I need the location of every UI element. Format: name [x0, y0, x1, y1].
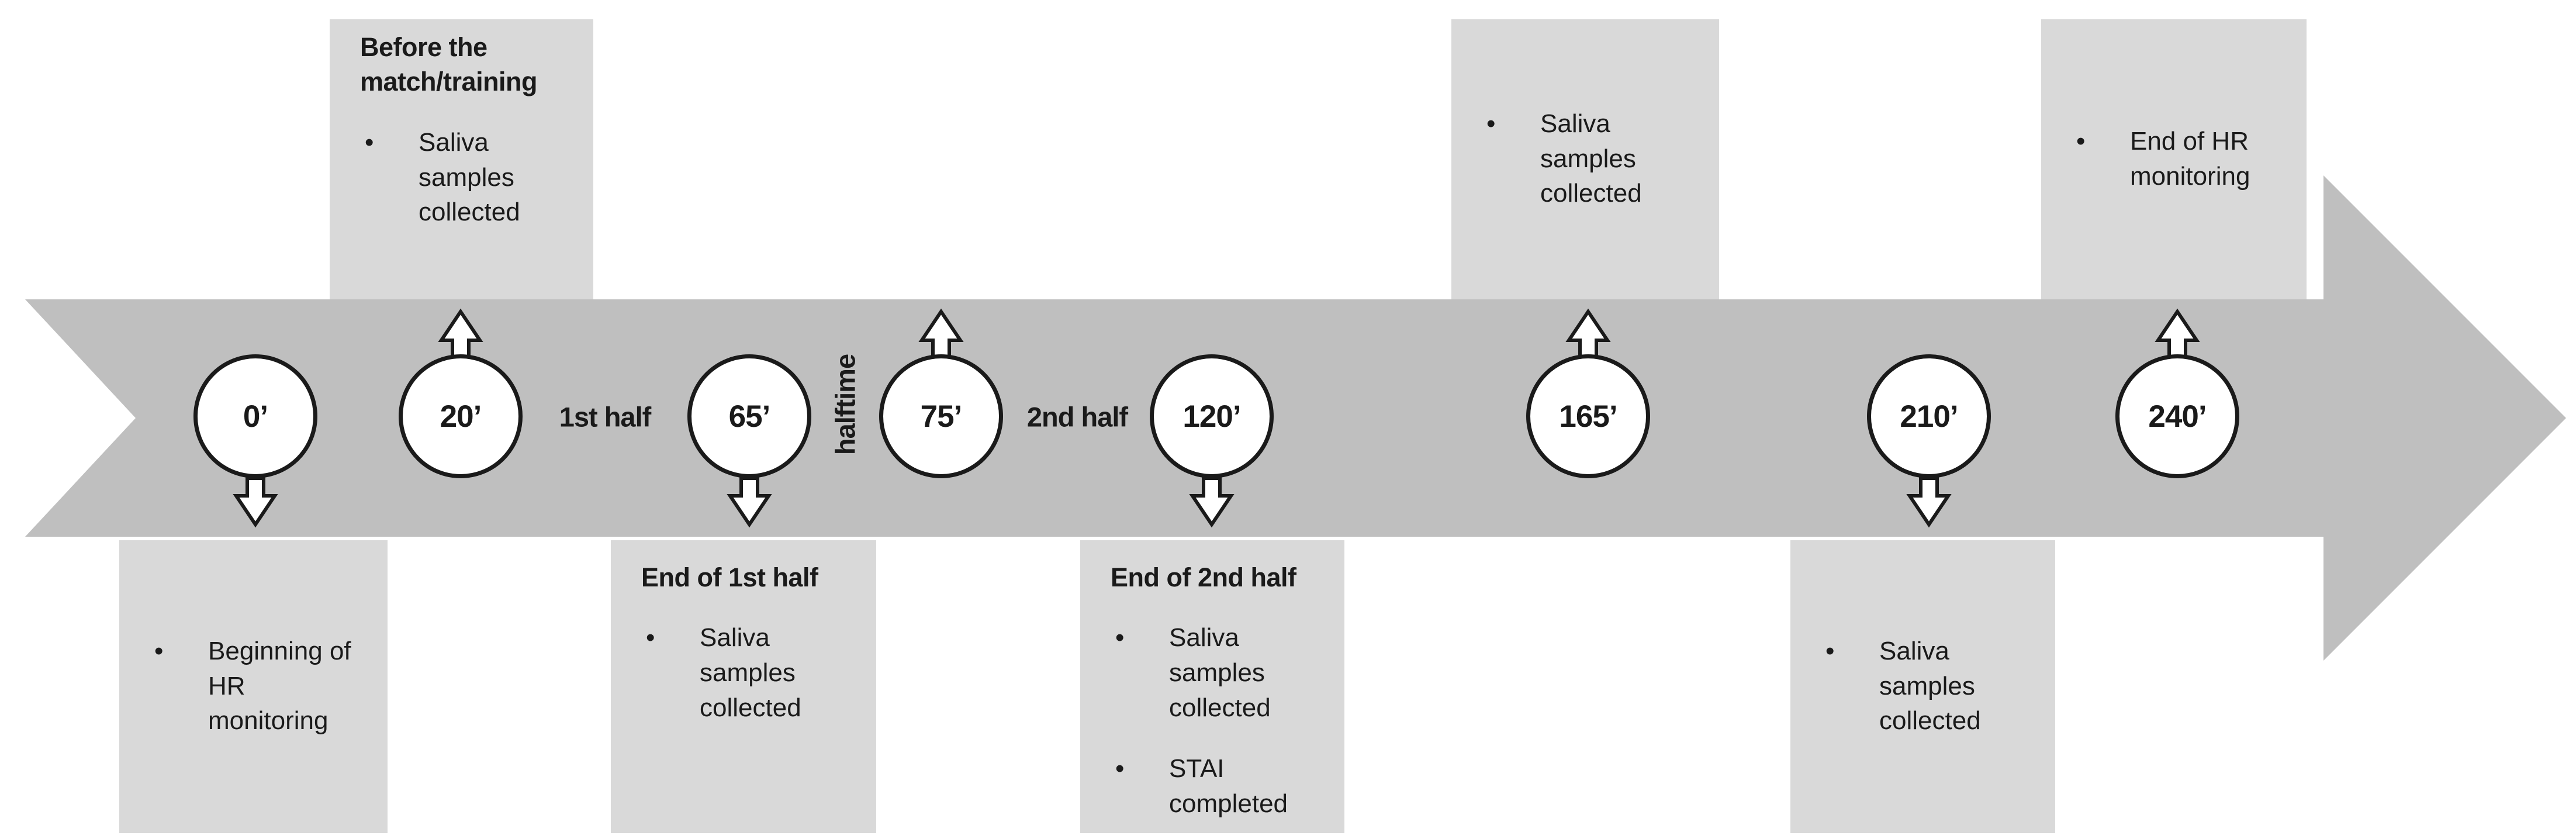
- event-box-end-first-half: End of 1st half • Saliva samples collect…: [611, 540, 876, 833]
- node-label: 165’: [1559, 399, 1617, 434]
- connector-down-arrow-0: [233, 477, 278, 528]
- timeline-node-20min: 20’: [399, 354, 523, 478]
- bullet-text: Saliva samples collected: [1540, 109, 1642, 208]
- connector-down-arrow-120: [1189, 477, 1235, 528]
- node-label: 120’: [1182, 399, 1241, 434]
- event-box-saliva-210: • Saliva samples collected: [1790, 540, 2055, 833]
- timeline-node-165min: 165’: [1526, 354, 1650, 478]
- timeline-node-65min: 65’: [687, 354, 811, 478]
- node-label: 0’: [243, 399, 268, 434]
- bullet-text: End of HR monitoring: [2130, 126, 2250, 191]
- bullet-item: • End of HR monitoring: [2072, 124, 2291, 194]
- bullet-item: • STAI completed: [1111, 751, 1329, 821]
- bullet-item: • Saliva samples collected: [360, 125, 578, 230]
- bullet-text: STAI completed: [1169, 754, 1288, 818]
- bullet-icon: •: [154, 636, 164, 665]
- connector-down-arrow-210: [1906, 477, 1952, 528]
- timeline-node-210min: 210’: [1867, 354, 1991, 478]
- node-label: 240’: [2148, 399, 2207, 434]
- segment-label-halftime: halftime: [829, 354, 861, 455]
- node-label: 210’: [1900, 399, 1958, 434]
- bullet-icon: •: [1486, 109, 1496, 138]
- event-box-beginning-hr-monitoring: • Beginning of HR monitoring: [119, 540, 388, 833]
- node-label: 65’: [728, 399, 771, 434]
- timeline-node-0min: 0’: [193, 354, 317, 478]
- bullet-icon: •: [2076, 126, 2086, 156]
- bullet-item: • Saliva samples collected: [1482, 106, 1704, 211]
- event-box-saliva-165: • Saliva samples collected: [1451, 19, 1719, 299]
- segment-label-second-half: 2nd half: [1026, 401, 1128, 433]
- timeline-node-75min: 75’: [879, 354, 1003, 478]
- connector-down-arrow-65: [727, 477, 772, 528]
- bullet-text: Saliva samples collected: [1879, 636, 1981, 736]
- event-box-before-match: Before the match/training • Saliva sampl…: [330, 19, 593, 299]
- event-box-heading: End of 1st half: [641, 562, 818, 592]
- bullet-icon: •: [646, 623, 655, 652]
- bullet-icon: •: [365, 127, 374, 157]
- segment-label-first-half: 1st half: [559, 401, 652, 433]
- bullet-text: Saliva samples collected: [419, 127, 520, 227]
- timeline-node-120min: 120’: [1150, 354, 1274, 478]
- node-label: 20’: [440, 399, 482, 434]
- bullet-icon: •: [1825, 636, 1835, 665]
- bullet-text: Saliva samples collected: [1169, 623, 1271, 723]
- arrow-banner-shape: [25, 175, 2566, 661]
- event-box-end-second-half: End of 2nd half • Saliva samples collect…: [1080, 540, 1344, 833]
- bullet-item: • Saliva samples collected: [1821, 634, 2040, 738]
- bullet-icon: •: [1115, 754, 1125, 783]
- event-box-heading: End of 2nd half: [1111, 562, 1296, 592]
- bullet-item: • Saliva samples collected: [1111, 620, 1329, 725]
- bullet-item: • Beginning of HR monitoring: [150, 634, 372, 738]
- bullet-text: Beginning of HR monitoring: [208, 636, 351, 736]
- event-box-heading: Before the match/training: [360, 32, 538, 97]
- event-box-end-hr-monitoring: • End of HR monitoring: [2041, 19, 2307, 299]
- bullet-icon: •: [1115, 623, 1125, 652]
- bullet-text: Saliva samples collected: [700, 623, 801, 723]
- bullet-item: • Saliva samples collected: [641, 620, 861, 725]
- node-label: 75’: [920, 399, 963, 434]
- timeline-node-240min: 240’: [2115, 354, 2239, 478]
